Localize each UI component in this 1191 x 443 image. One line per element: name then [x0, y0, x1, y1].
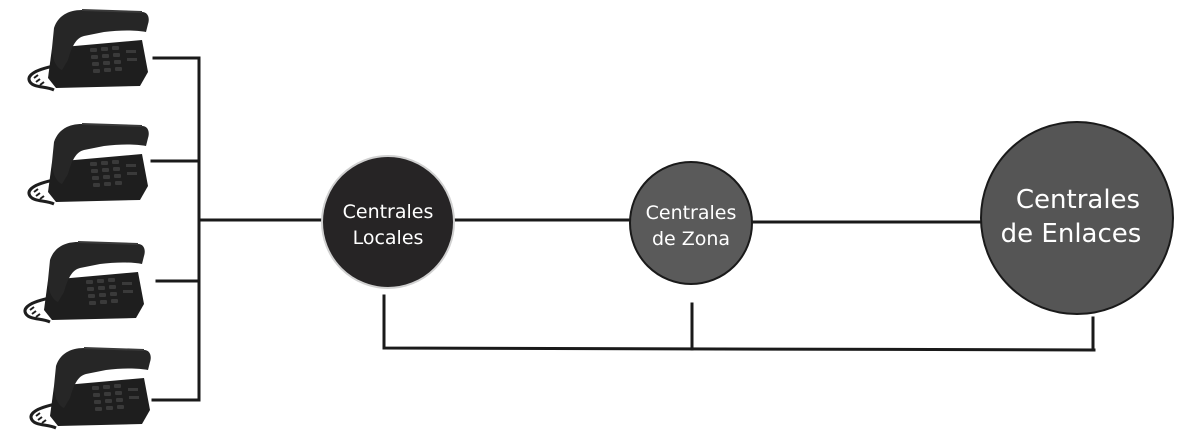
node-centrales-de-enlaces: Centrales de Enlaces: [980, 121, 1174, 315]
node-centrales-locales: Centrales Locales: [321, 155, 455, 289]
node-label-line1: Centrales: [1016, 185, 1140, 215]
node-label-line2: de Enlaces: [1001, 219, 1142, 249]
desk-telephone-icon: [29, 346, 153, 430]
desk-telephone-icon: [27, 122, 151, 206]
node-label-line2: Locales: [353, 227, 424, 249]
bottom-bus: [382, 294, 1096, 352]
node-circle: [629, 161, 753, 285]
desk-telephone-icon: [27, 8, 151, 92]
node-centrales-de-zona: Centrales de Zona: [629, 161, 753, 285]
node-circle: [980, 121, 1174, 315]
desk-telephone-icon: [23, 240, 147, 324]
node-label-line2: de Zona: [652, 228, 730, 250]
phone-4: [29, 346, 153, 430]
trunk-connections: [453, 218, 984, 224]
phone-2: [27, 122, 151, 206]
node-label-line1: Centrales: [343, 201, 434, 223]
phone-3: [23, 240, 147, 324]
phone-1: [27, 8, 151, 92]
phone-connections: [150, 56, 324, 402]
node-label-line1: Centrales: [646, 202, 737, 224]
node-circle: [321, 155, 455, 289]
